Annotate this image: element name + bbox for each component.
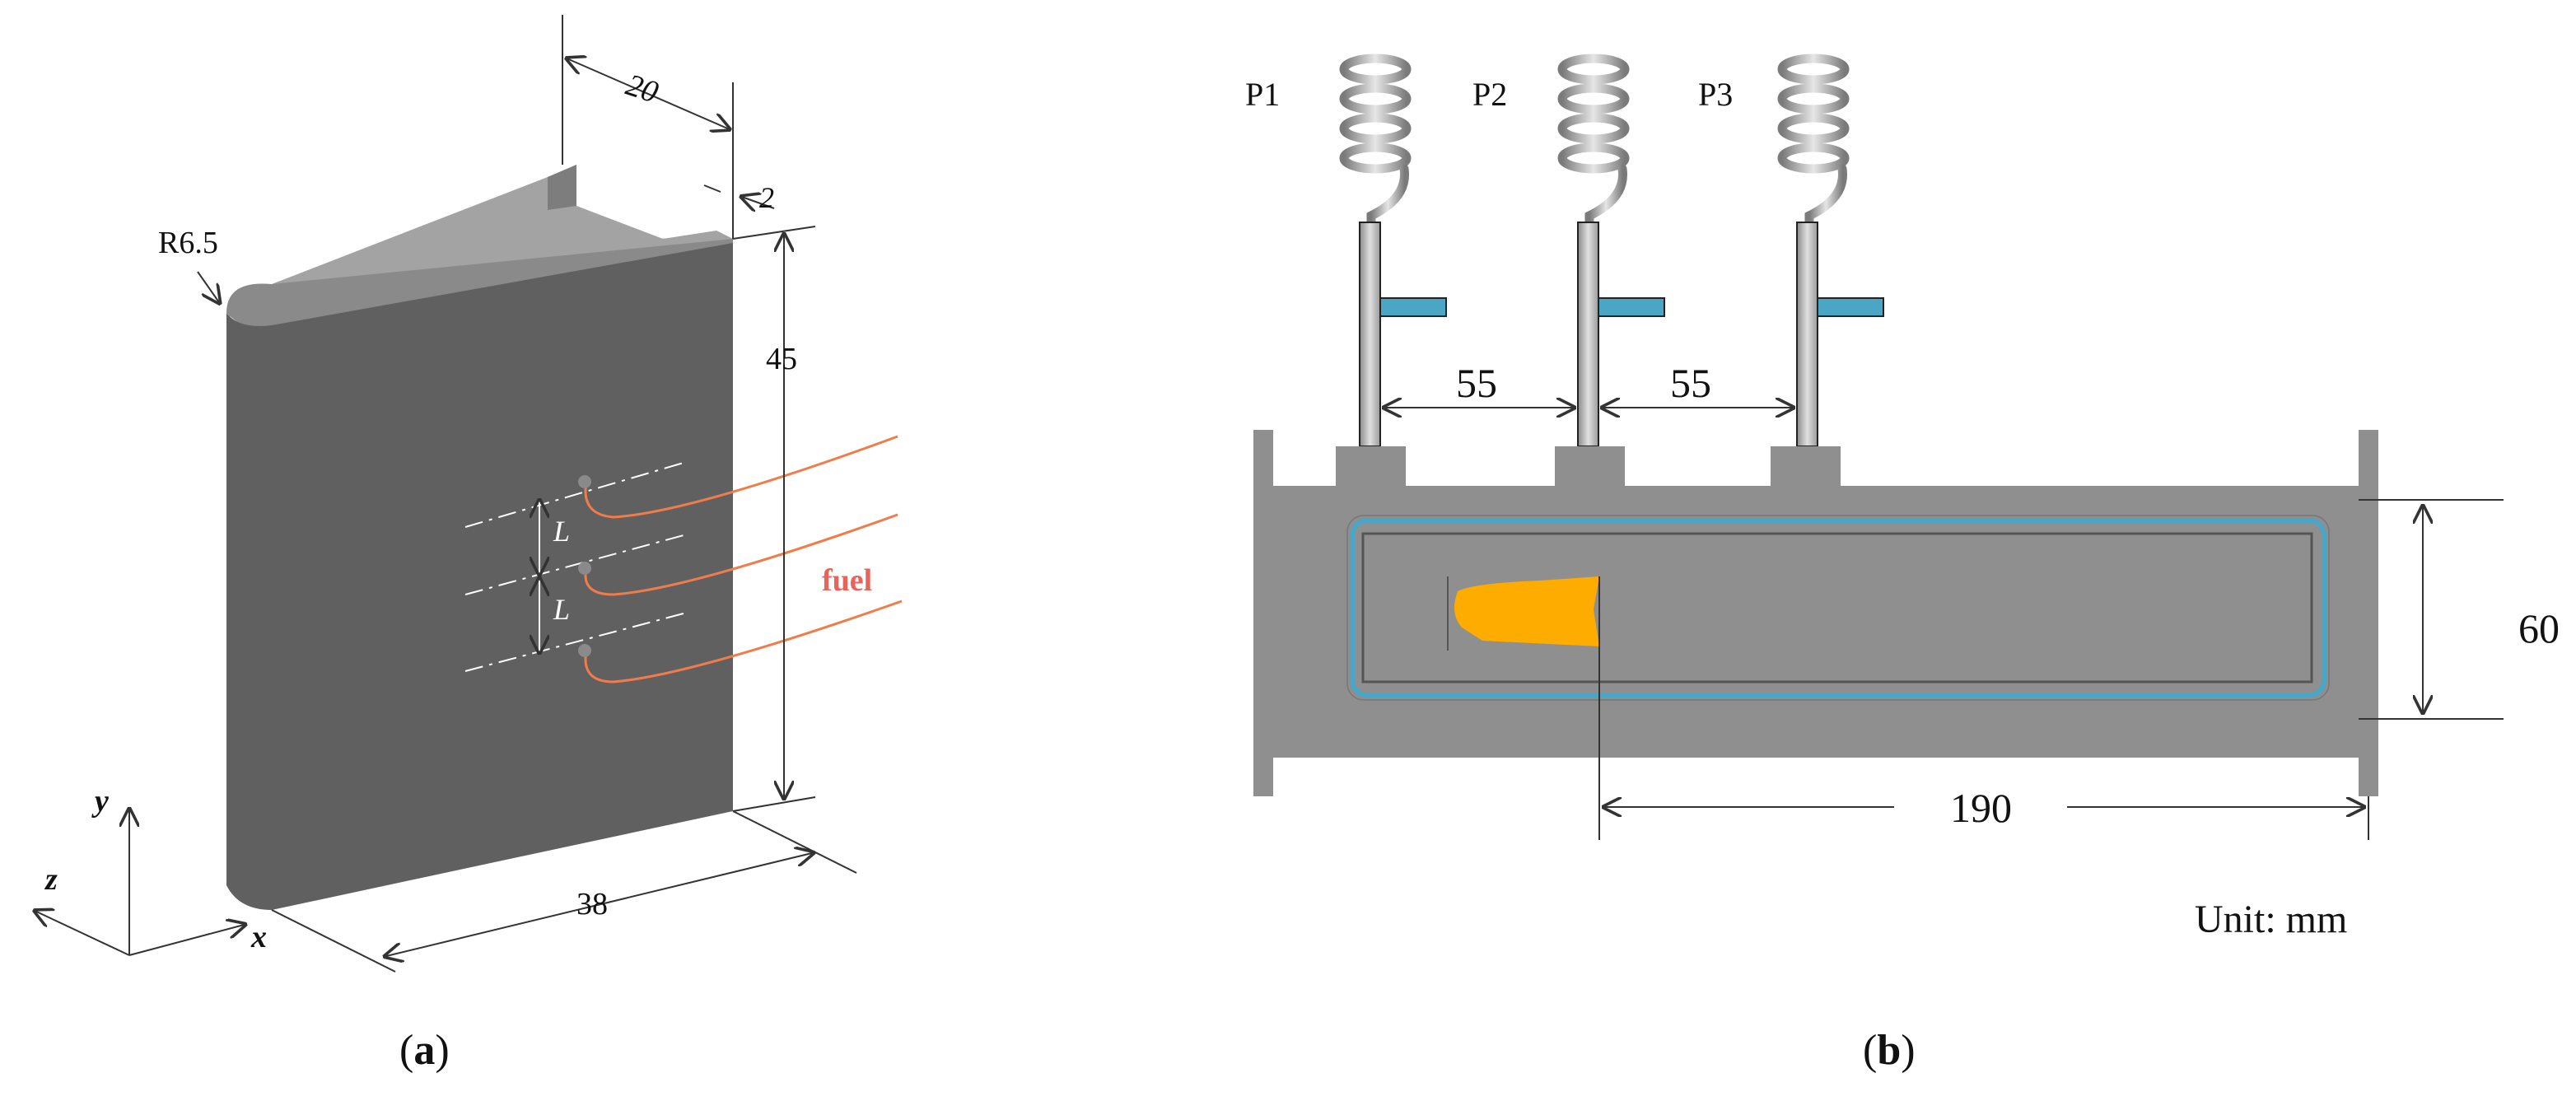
bluff-body-notch: [548, 165, 576, 210]
depth-label: 38: [576, 887, 608, 921]
radius-label: R6.5: [158, 226, 218, 260]
axis-x-label: x: [250, 920, 267, 954]
probe-label-p3: P3: [1698, 76, 1733, 113]
bluff-body-front-face: [226, 243, 733, 910]
length-label: 190: [1950, 785, 2012, 831]
top-width-label: 20: [622, 68, 662, 110]
flame-holder: [1454, 576, 1599, 646]
bluff-body-rounded-face: [226, 239, 733, 330]
length-dimension: [1598, 576, 2369, 840]
window-inner: [1361, 532, 2313, 683]
axis-y-label: y: [91, 784, 109, 819]
combustor-body: [1253, 430, 2378, 796]
spacing-label-2: L: [553, 593, 570, 626]
jet-centre-lines: [464, 462, 684, 672]
window-outer-edge: [1346, 515, 2330, 701]
probe-rods: [1359, 222, 1818, 447]
panel-a: L L fuel 20 2 45 38 R6.5: [33, 15, 903, 1074]
height-dimension-b: [2359, 499, 2504, 720]
wall-dimension: [703, 184, 775, 208]
side-ports: [1379, 297, 1884, 317]
spacing-label-p1-p2: 55: [1456, 360, 1497, 406]
panel-a-label: (a): [399, 1027, 450, 1074]
coordinate-axes: [33, 807, 247, 956]
probe-label-p1: P1: [1245, 76, 1280, 113]
radius-leader: [197, 271, 221, 305]
panel-b: P1 P2 P3: [1245, 54, 2560, 1074]
channel-height-label: 60: [2518, 605, 2560, 651]
probe-label-p2: P2: [1472, 76, 1507, 113]
wall-label: 2: [759, 181, 774, 214]
spring-p2: [1557, 54, 1630, 229]
depth-dimension: [271, 810, 857, 973]
probe-boss-2: [1555, 446, 1625, 488]
spacing-label-p2-p3: 55: [1670, 360, 1711, 406]
spacing-label-1: L: [553, 515, 570, 548]
top-width-dimension: [562, 15, 733, 239]
main-duct: [1273, 486, 2359, 758]
height-dimension: [732, 226, 816, 812]
spring-p3: [1777, 54, 1850, 229]
spring-coils: [1339, 54, 1850, 229]
spring-p1: [1339, 54, 1412, 229]
probe-boss-3: [1771, 446, 1841, 488]
left-flange: [1253, 430, 1273, 796]
axis-z-label: z: [44, 862, 58, 897]
unit-label: Unit: mm: [2195, 898, 2347, 941]
fuel-label: fuel: [822, 563, 872, 598]
probe-boss-1: [1336, 446, 1406, 488]
fuel-lines: [584, 435, 903, 683]
fuel-ports: [578, 475, 591, 657]
window-frame: [1350, 518, 2326, 697]
right-flange: [2359, 430, 2378, 796]
height-label: 45: [766, 342, 797, 376]
panel-b-label: (b): [1863, 1027, 1916, 1074]
